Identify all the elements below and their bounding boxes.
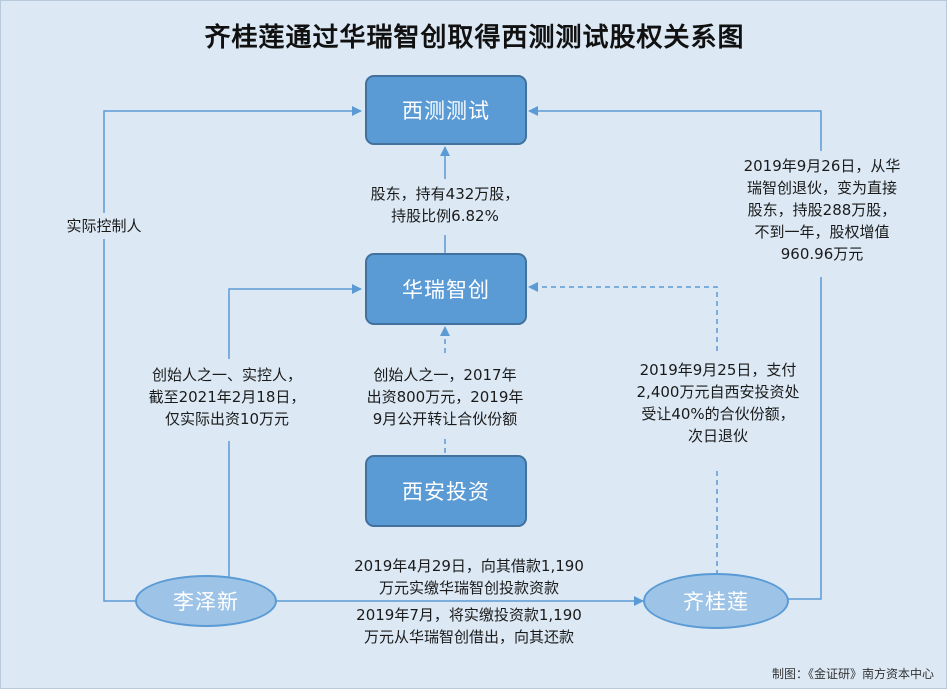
node-xice: 西测测试 <box>365 75 527 145</box>
label-loan: 2019年4月29日，向其借款1,190 万元实缴华瑞智创投款资款 2019年7… <box>354 557 584 646</box>
node-xian: 西安投资 <box>365 455 527 527</box>
node-huarui: 华瑞智创 <box>365 253 527 325</box>
line-qi-to-huarui <box>528 282 718 351</box>
label-li-founder: 创始人之一、实控人， 截至2021年2月18日， 仅实际出资10万元 <box>148 366 306 428</box>
node-li: 李泽新 <box>135 575 277 627</box>
line-qi-to-xice-low <box>787 277 822 600</box>
line-li-to-xice <box>103 106 362 602</box>
label-actual-controller: 实际控制人 <box>51 213 157 239</box>
label-qi-exit: 2019年9月26日，从华 瑞智创退伙，变为直接 股东，持股288万股， 不到一… <box>743 157 901 263</box>
node-qi: 齐桂莲 <box>643 573 789 629</box>
label-shareholder: 股东，持有432万股， 持股比例6.82% <box>370 185 520 225</box>
line-qi-to-xice-top <box>528 106 822 151</box>
label-qi-buy: 2019年9月25日，支付 2,400万元自西安投资处 受让40%的合伙份额， … <box>636 361 800 445</box>
diagram-title: 齐桂莲通过华瑞智创取得西测测试股权关系图 <box>204 23 745 53</box>
credit-text: 制图：《金证研》南方资本中心 <box>771 667 934 681</box>
line-li-to-huarui-top <box>228 284 362 359</box>
label-xian-founder: 创始人之一，2017年 出资800万元，2019年 9月公开转让合伙份额 <box>366 366 524 428</box>
